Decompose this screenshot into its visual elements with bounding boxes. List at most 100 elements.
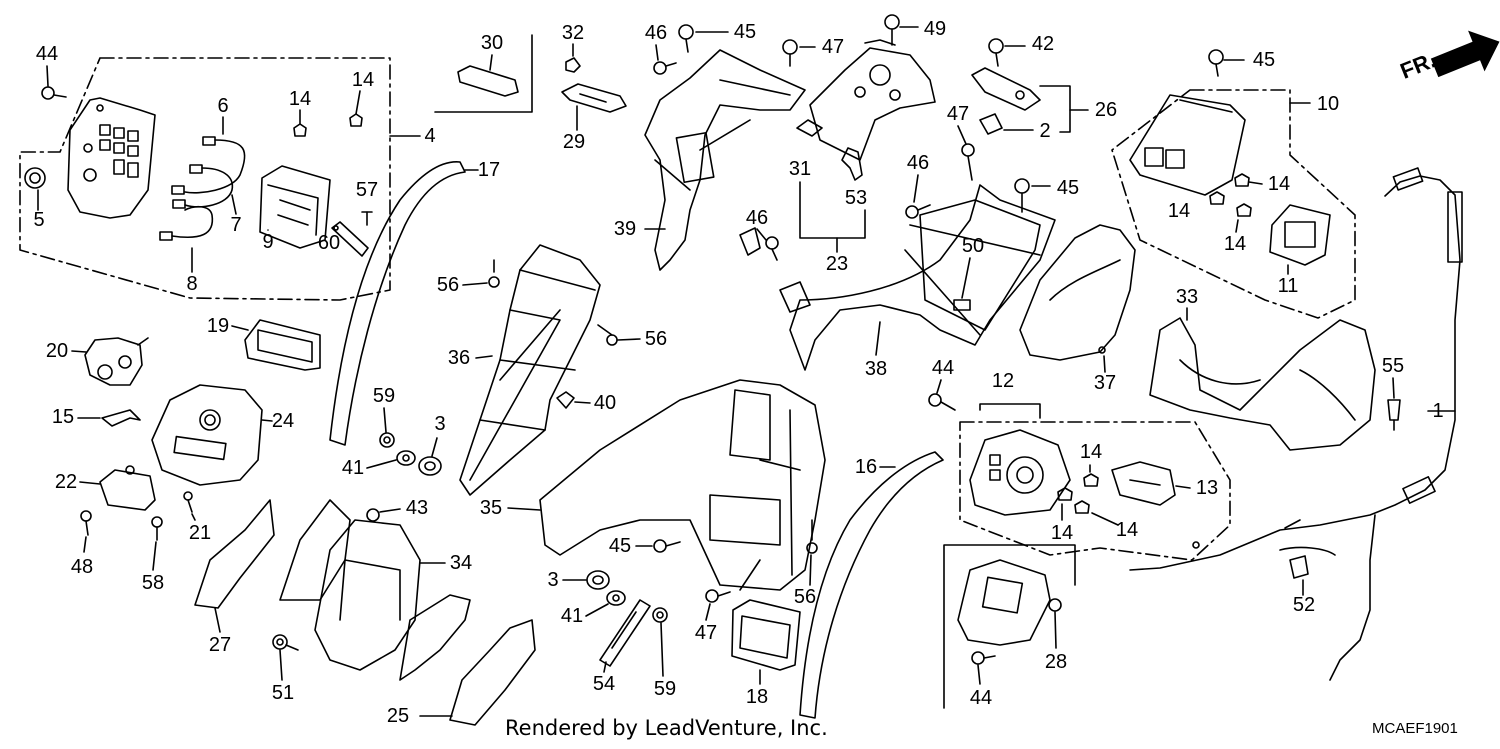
clip-14-b [349,113,363,127]
pad-25 [449,619,536,726]
hook-53 [841,147,863,181]
assembly-10-outline [1111,89,1356,319]
callout-c49: 49 [923,18,947,40]
callout-c25: 25 [386,705,410,727]
panel-39 [644,49,806,271]
callout-c17: 17 [477,159,501,181]
callout-c8: 8 [186,273,198,295]
fastener-46-mid [905,205,919,219]
grommet-3-a [418,456,442,476]
callout-c37: 37 [1093,372,1117,394]
cover-30 [457,65,519,97]
panel-35 [539,379,826,591]
callout-c47b: 47 [946,103,970,125]
callout-c14d: 14 [1167,200,1191,222]
leader-49-group [864,39,896,46]
switch-panel-part [67,97,156,219]
clip-14-r3 [1236,203,1252,217]
wire-harness-8 [159,205,214,273]
latch-26 [971,67,1041,111]
console-38 [789,184,1056,371]
callout-c40: 40 [593,392,617,414]
callout-c59a: 59 [372,385,396,407]
screw-58 [151,516,163,541]
callout-c31: 31 [788,158,812,180]
callout-c9: 9 [262,231,274,253]
callout-c30: 30 [480,32,504,54]
strap-54 [599,599,651,667]
lock-20 [84,337,149,386]
lid-24 [151,384,263,486]
callout-c50: 50 [961,235,985,257]
callout-c24: 24 [271,410,295,432]
clip-14-r2 [1209,191,1225,205]
callout-c28: 28 [1044,651,1068,673]
unit-10 [1129,94,1246,196]
fastener-46-lower [765,236,779,261]
cover-37 [1019,224,1136,361]
callout-c43: 43 [405,497,429,519]
callout-c45c: 45 [1056,177,1080,199]
trim-strip-16 [799,451,944,719]
bracket-22 [99,465,156,511]
clip-14-a [293,123,307,137]
fastener-49 [884,14,900,46]
fastener-45-mid [1014,178,1030,213]
callout-c56b: 56 [644,328,668,350]
clip-14-m3 [1074,500,1090,514]
clip-2 [979,113,1003,135]
callout-c51: 51 [271,682,295,704]
callout-c5: 5 [33,209,45,231]
callout-c47a: 47 [821,36,845,58]
callout-c55: 55 [1381,355,1405,377]
callout-c60: 60 [317,232,341,254]
fastener-56-c [806,519,818,554]
callout-c14g: 14 [1050,522,1074,544]
fastener-44-mid [928,393,956,411]
wire-harness-6 [171,116,246,195]
handle-29 [561,83,627,113]
switch-unit-12 [969,429,1071,516]
clip-14-r1 [1234,173,1250,187]
box-28 [943,544,1076,709]
screw-21 [183,491,193,513]
callout-c3a: 3 [434,413,446,435]
callout-c41a: 41 [341,457,365,479]
diagram-code: MCAEF1901 [1372,720,1458,737]
clip-15 [101,409,141,427]
callout-c29: 29 [562,131,586,153]
bracket-23 [799,181,866,239]
fastener-47-mid [961,143,975,181]
vent-19 [244,319,321,371]
screw-48 [80,510,92,536]
pad-27 [194,499,275,609]
callout-c14h: 14 [1115,519,1139,541]
callout-c10: 10 [1316,93,1340,115]
knob-5 [24,167,46,189]
clip-14-m2 [1057,487,1073,501]
callout-c45a: 45 [733,21,757,43]
callout-c32: 32 [561,22,585,44]
callout-c14b: 14 [351,69,375,91]
callout-c36: 36 [447,347,471,369]
clip-52 [1279,546,1336,579]
control-unit-9 [259,165,331,249]
callout-c27: 27 [208,634,232,656]
callout-c44a: 44 [35,43,59,65]
callout-c44b: 44 [931,357,955,379]
cover-33 [1149,317,1376,451]
callout-c14a: 14 [288,88,312,110]
callout-c16: 16 [854,456,878,478]
credit-text: Rendered by LeadVenture, Inc. [505,716,828,740]
assembly-4-outline [19,57,391,301]
fastener-55 [1387,399,1401,431]
callout-c6: 6 [217,95,229,117]
callout-c19: 19 [206,315,230,337]
callout-c46c: 46 [745,207,769,229]
callout-c48: 48 [70,556,94,578]
fastener-43 [366,508,380,522]
callout-c21: 21 [188,522,212,544]
callout-c14c: 14 [1267,173,1291,195]
collar-59-a [379,432,395,448]
